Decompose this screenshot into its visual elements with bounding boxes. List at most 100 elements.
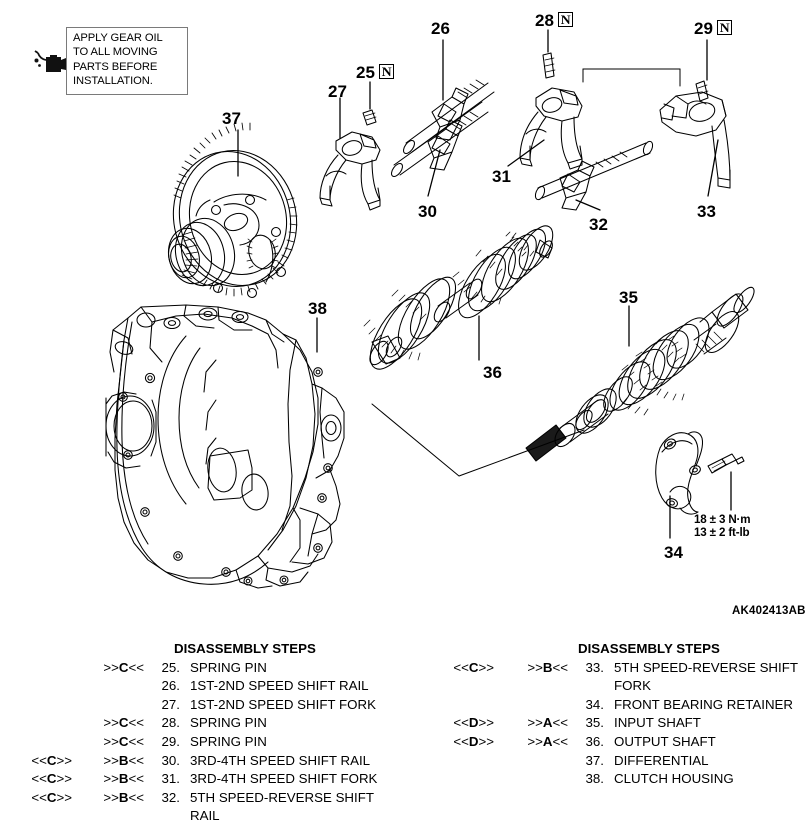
step-mark-primary: <<D>> [453,715,494,731]
step-mark-primary: <<C>> [31,752,72,768]
step-row: >>C<< 29. SPRING PIN [0,733,410,752]
drawing-code: AK402413AB [732,605,806,617]
note-box [66,27,188,95]
part-3rd4th-shift-fork [519,87,583,170]
step-number: 34. [585,696,605,712]
disassembly-steps-left: DISASSEMBLY STEPS >>C<< 25. SPRING PIN 26. 1… [0,640,410,826]
step-text: CLUTCH HOUSING [614,771,734,787]
step-text: SPRING PIN [190,733,267,749]
step-number: 30. [161,752,181,768]
step-mark-secondary: >>A<< [527,733,568,749]
step-mark-secondary: >>B<< [103,771,144,787]
callout-37: 37 [222,109,241,128]
step-text: DIFFERENTIAL [614,752,709,768]
step-row: <<C>> >>B<< 30. 3RD-4TH SPEED SHIFT RAIL [0,752,410,771]
step-mark-secondary: >>A<< [527,715,568,731]
part-3rd4th-shift-rail [391,101,489,178]
part-output-shaft [363,225,554,370]
disassembly-steps-right: DISASSEMBLY STEPS <<C>>>>B<<33.5TH SPEED… [410,640,810,789]
step-number: 35. [585,715,605,731]
step-row: <<C>> >>B<< 32. 5TH SPEED-REVERSE SHIFT [0,789,410,808]
step-number: 32. [161,789,181,805]
oil-can-icon [34,50,66,72]
callout-34: 34 [664,543,683,562]
torque-spec: 18 ± 3 N·m 13 ± 2 ft-lb [694,513,751,540]
part-spring-pin-28 [542,52,556,79]
callout-26: 26 [431,19,450,38]
step-text: OUTPUT SHAFT [614,733,716,749]
callout-33: 33 [697,202,716,221]
step-number: 27. [161,696,181,712]
callout-32: 32 [589,215,608,234]
step-number: 38. [585,771,605,787]
step-text: SPRING PIN [190,715,267,731]
leader-lines [237,29,732,539]
part-spring-pin-29 [695,80,709,102]
callout-30: 30 [418,202,437,221]
step-number: 25. [161,659,181,675]
callout-38: 38 [308,299,327,318]
step-row: FORK [410,677,810,696]
part-1st2nd-shift-fork [319,131,381,211]
callout-36: 36 [483,363,502,382]
part-5threv-shift-rail [534,140,654,211]
part-clutch-housing [105,304,345,589]
step-row: 26. 1ST-2ND SPEED SHIFT RAIL [0,677,410,696]
step-number: 29. [161,733,181,749]
step-row: 37. DIFFERENTIAL [410,752,810,771]
callout-31: 31 [492,167,511,186]
note-text: APPLY GEAR OIL TO ALL MOVING PARTS BEFOR… [73,32,163,88]
step-number: 31. [161,771,181,787]
part-input-shaft [525,286,755,462]
step-row: >>C<< 28. SPRING PIN [0,714,410,733]
callout-35: 35 [619,288,638,307]
step-mark-primary: <<C>> [31,789,72,805]
list-header-left: DISASSEMBLY STEPS [174,641,316,656]
callout-27: 27 [328,82,347,101]
step-number: 28. [161,715,181,731]
step-text: 5TH SPEED-REVERSE SHIFT [614,659,798,675]
step-text: INPUT SHAFT [614,715,701,731]
part-spring-pin-25 [362,109,377,126]
new-part-symbol: N [557,12,574,27]
new-part-symbol: N [378,64,395,79]
step-mark-primary: <<D>> [453,733,494,749]
step-row: 38. CLUTCH HOUSING [410,770,810,789]
step-row: RAIL [0,807,410,826]
list-header-right: DISASSEMBLY STEPS [578,641,720,656]
part-front-bearing-retainer [655,431,704,515]
step-text: 5TH SPEED-REVERSE SHIFT [190,789,374,805]
step-text: FRONT BEARING RETAINER [614,696,794,712]
part-differential [168,122,298,299]
step-mark-primary: <<C>> [31,771,72,787]
step-number: 36. [585,733,605,749]
step-text: SPRING PIN [190,659,267,675]
step-text: 3RD-4TH SPEED SHIFT RAIL [190,752,371,768]
step-row: <<C>>>>B<<33.5TH SPEED-REVERSE SHIFT [410,659,810,678]
step-text: 3RD-4TH SPEED SHIFT FORK [190,771,378,787]
new-part-symbol: N [716,20,733,35]
part-5threv-shift-fork [659,91,731,189]
step-text: FORK [614,678,651,694]
step-number: 37. [585,752,605,768]
step-row: 34. FRONT BEARING RETAINER [410,696,810,715]
step-row: <<C>> >>B<< 31. 3RD-4TH SPEED SHIFT FORK [0,770,410,789]
step-mark-secondary: >>B<< [103,752,144,768]
step-mark-secondary: >>C<< [103,733,144,749]
step-mark-secondary: >>C<< [103,715,144,731]
step-text: 1ST-2ND SPEED SHIFT RAIL [190,678,369,694]
step-number: 26. [161,678,181,694]
step-mark-secondary: >>B<< [103,789,144,805]
step-row: 27.1ST-2ND SPEED SHIFT FORK [0,696,410,715]
step-row: <<D>> >>A<< 36. OUTPUT SHAFT [410,733,810,752]
list-rows-left: >>C<< 25. SPRING PIN 26. 1ST-2ND SPEED SHIFT… [0,659,410,826]
step-text: RAIL [190,808,220,824]
part-retainer-bolt [707,453,745,474]
step-number: 33. [585,659,605,675]
